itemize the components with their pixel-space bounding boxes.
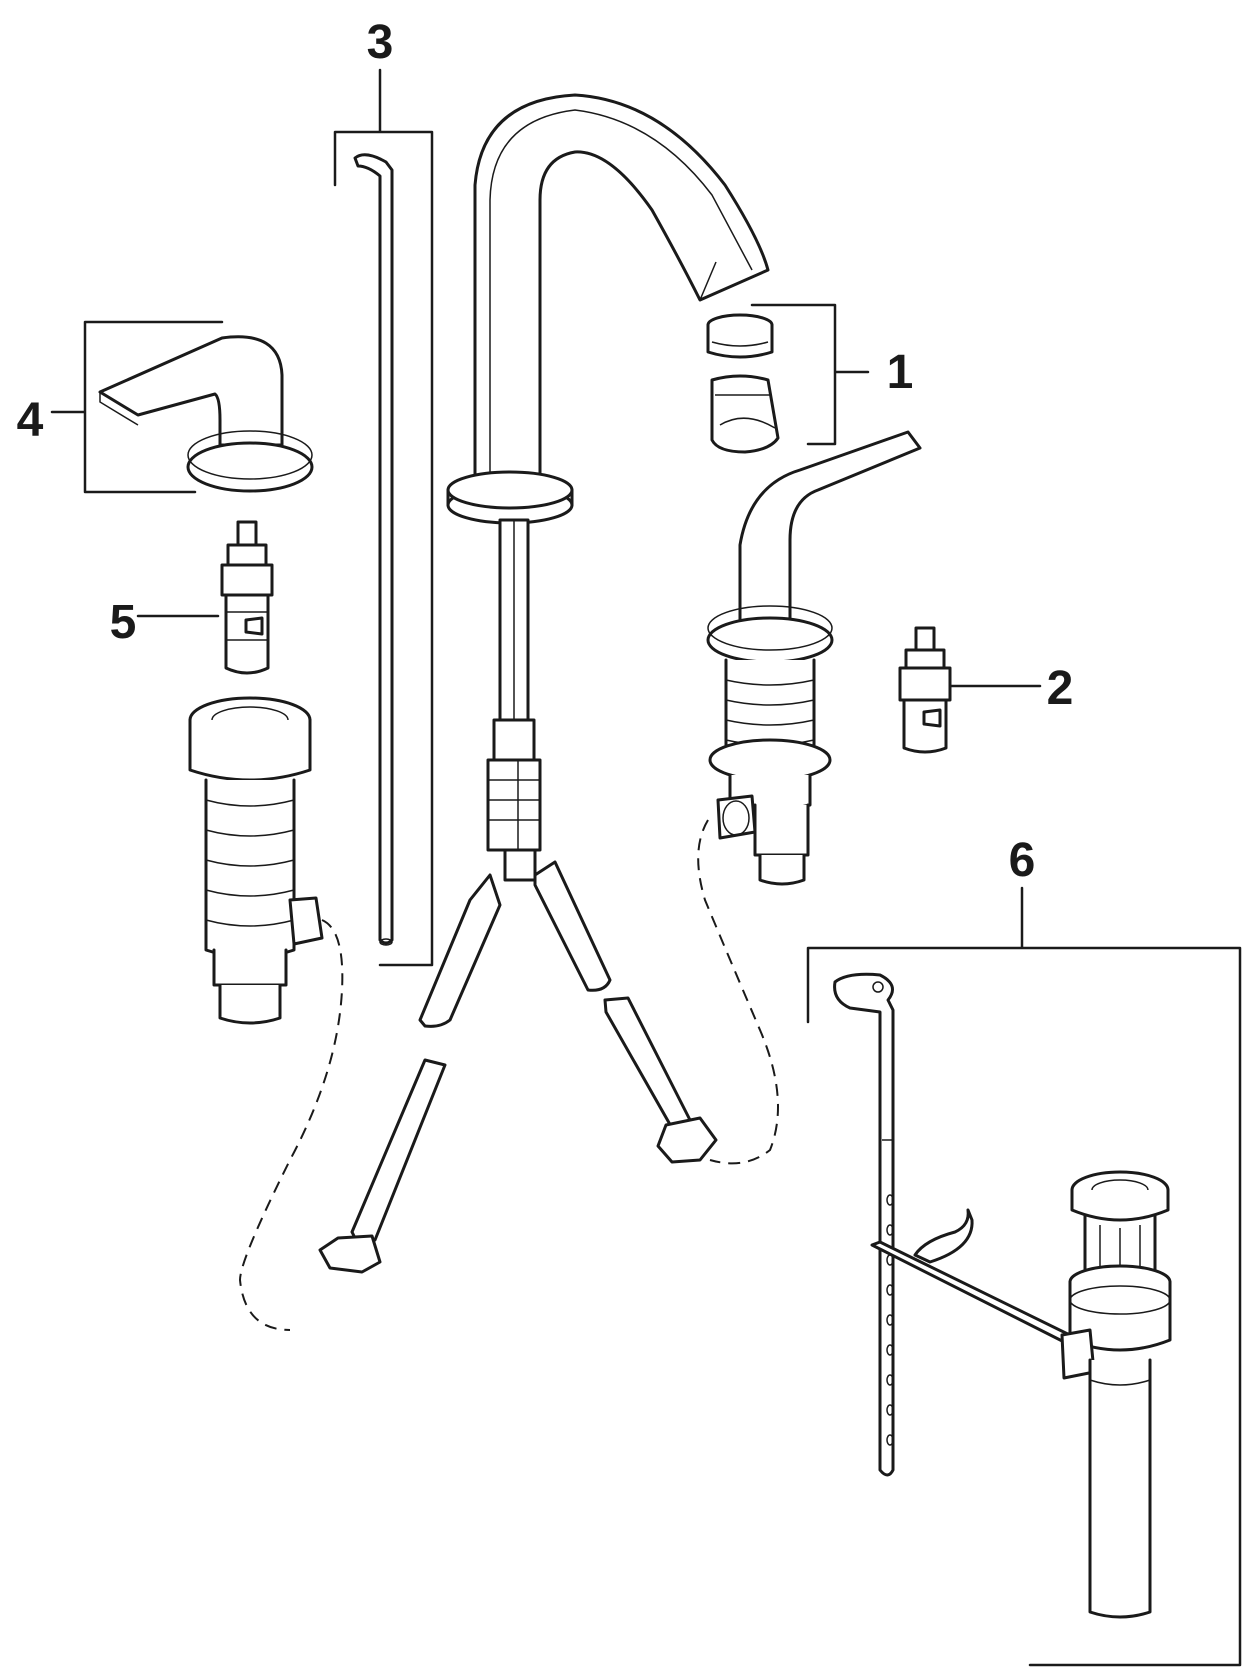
- callout-label-5: 5: [110, 596, 137, 649]
- dashed-hose-right: [697, 819, 779, 1165]
- right-handle: [706, 430, 922, 664]
- bracket-4: [50, 320, 224, 494]
- right-valve-body: [708, 658, 832, 886]
- drain-assembly: [833, 972, 1172, 1619]
- left-valve-body: [188, 696, 324, 1025]
- bracket-1: [750, 303, 870, 446]
- aerator: [706, 313, 780, 454]
- lift-rod: [353, 153, 394, 946]
- hose-right: [533, 860, 718, 1164]
- hose-left: [318, 873, 502, 1274]
- left-handle: [98, 335, 314, 493]
- dashed-hose-left: [238, 919, 344, 1331]
- right-cartridge: [898, 626, 952, 754]
- callout-label-4: 4: [17, 394, 44, 447]
- bracket-6: [806, 886, 1242, 1667]
- callout-label-2: 2: [1047, 662, 1074, 715]
- left-cartridge: [220, 520, 274, 675]
- callout-label-6: 6: [1009, 834, 1036, 887]
- callout-label-1: 1: [887, 346, 914, 399]
- callout-label-3: 3: [367, 16, 394, 69]
- bracket-3: [333, 68, 434, 967]
- spout: [446, 93, 770, 882]
